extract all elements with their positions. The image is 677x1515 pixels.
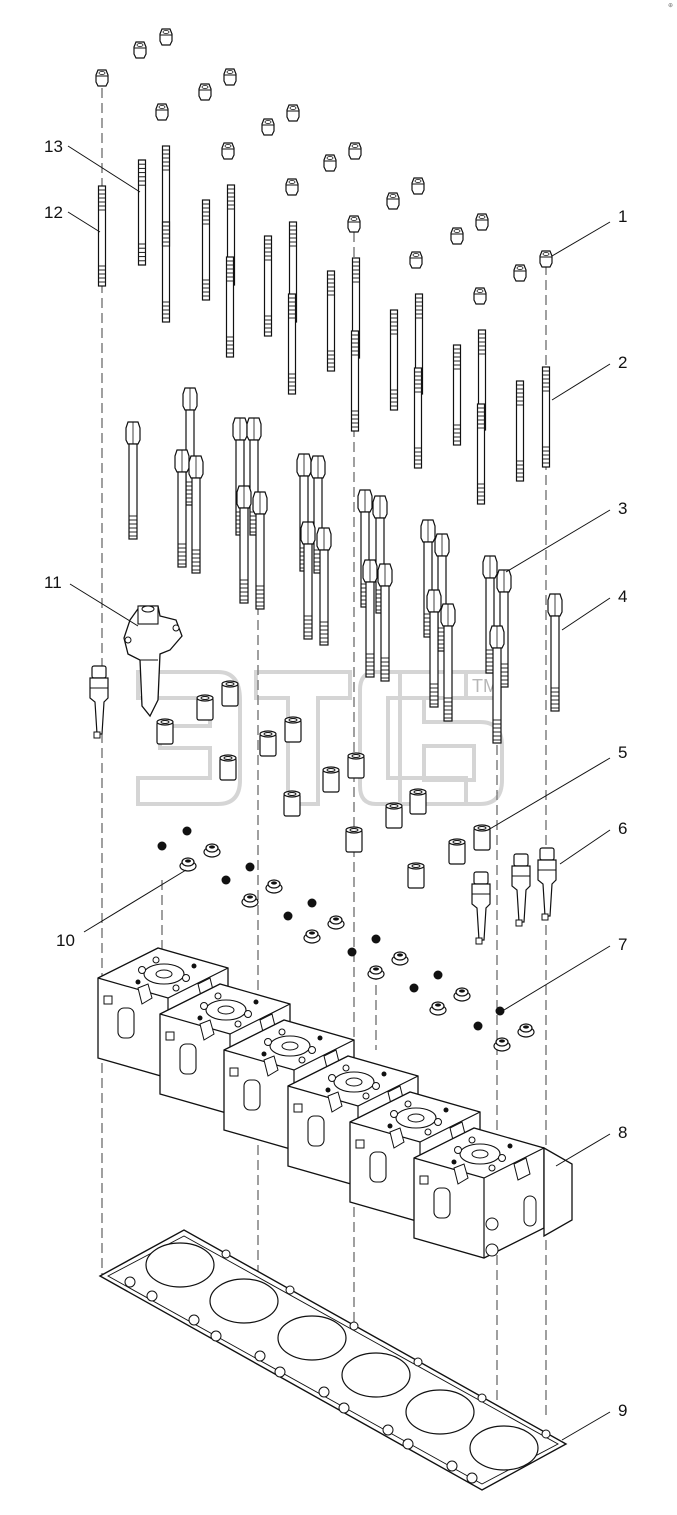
watermark-logo <box>136 670 504 806</box>
callout-10: 10 <box>56 931 75 950</box>
callout-6: 6 <box>618 819 627 838</box>
corner-mark: ⊕ <box>667 3 673 9</box>
callout-11: 11 <box>44 573 62 592</box>
callout-5: 5 <box>618 743 627 762</box>
callout-1: 1 <box>618 207 627 226</box>
callout-9: 9 <box>618 1401 627 1420</box>
callout-3: 3 <box>618 499 627 518</box>
callout-leaders <box>67 145 611 1441</box>
callout-12: 12 <box>44 203 63 222</box>
bolt-group <box>125 387 563 744</box>
callout-7: 7 <box>618 935 627 954</box>
callout-4: 4 <box>618 587 627 606</box>
callout-2: 2 <box>618 353 627 372</box>
sleeve-group <box>156 680 491 889</box>
injector-clamp <box>123 605 183 718</box>
callout-8: 8 <box>618 1123 627 1142</box>
callout-labels: 1 2 3 4 5 6 7 8 9 10 11 12 13 <box>44 137 627 1420</box>
cylinder-head-group <box>97 947 573 1259</box>
stud-group <box>97 145 551 505</box>
callout-13: 13 <box>44 137 63 156</box>
watermark-trademark: TM <box>472 676 498 696</box>
head-gasket <box>98 1229 568 1491</box>
